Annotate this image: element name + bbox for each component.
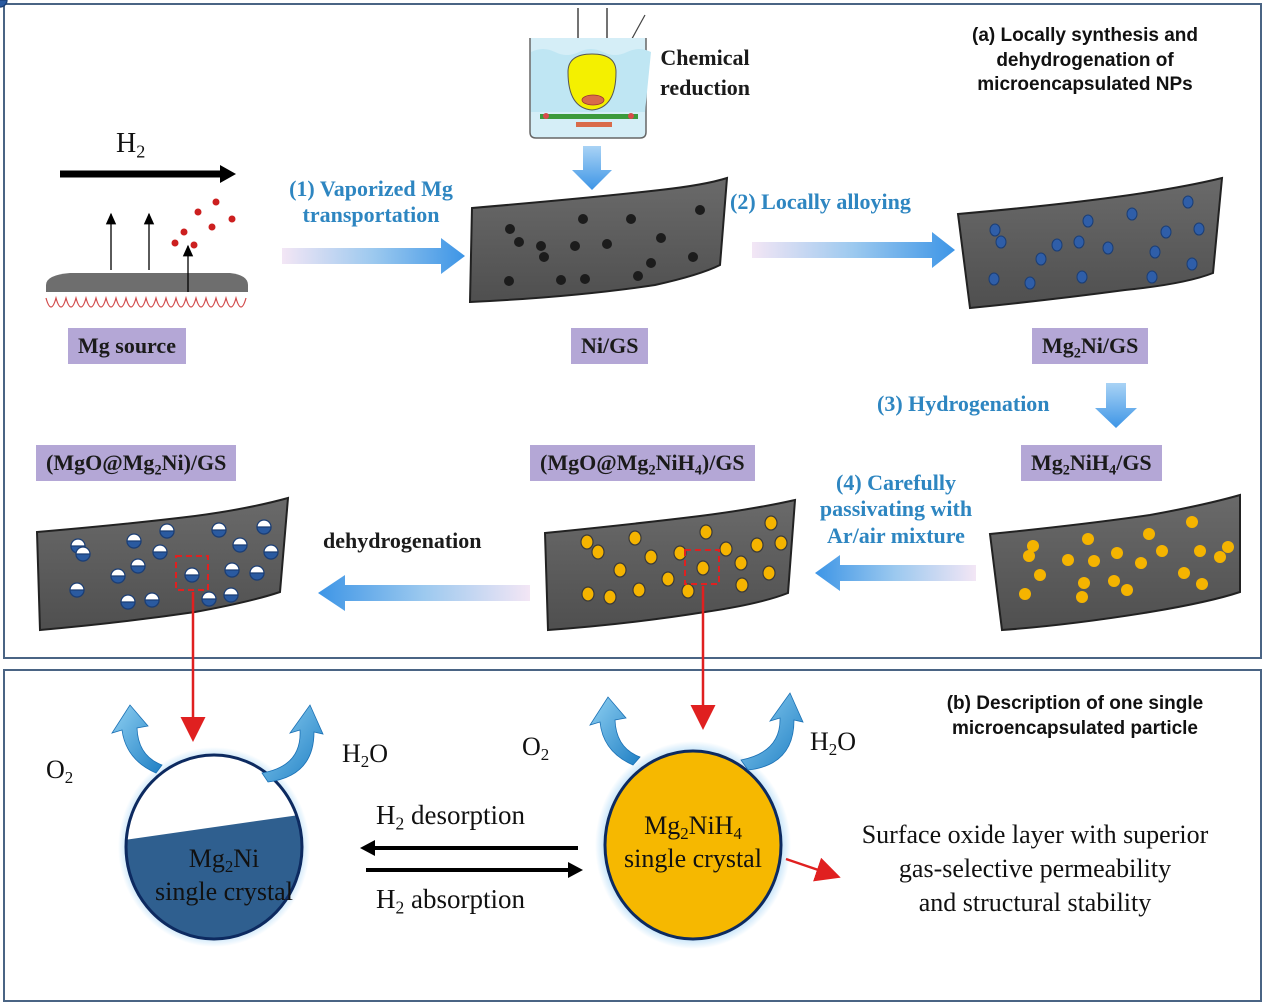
sheet-mgo-mg2ni-gs bbox=[35, 496, 290, 632]
panel-b-frame bbox=[3, 669, 1262, 1002]
mgo-mg2nih4-particles bbox=[580, 515, 788, 605]
panel-a-heading-line2: dehydrogenation of bbox=[996, 49, 1174, 71]
panel-b-heading: (b) Description of one single microencap… bbox=[946, 693, 1204, 739]
mg2nih4-particle bbox=[603, 749, 783, 941]
label-mg-source: Mg source bbox=[68, 328, 186, 364]
arrow-dehydrogenation bbox=[318, 575, 530, 611]
step1-label: (1) Vaporized Mg transportation bbox=[289, 176, 453, 228]
arrow-step2 bbox=[752, 232, 955, 268]
o2-label-right: O2 bbox=[522, 732, 550, 765]
sheet-ni-gs bbox=[468, 176, 729, 304]
mg2ni-particle bbox=[126, 755, 302, 939]
mg-source-icon bbox=[45, 165, 248, 308]
o2-label-left: O2 bbox=[46, 755, 74, 788]
sheet-mg2nih4-gs bbox=[988, 493, 1241, 632]
desorption-label: H2 desorption bbox=[376, 800, 526, 834]
label-ni-gs: Ni/GS bbox=[571, 328, 649, 364]
arrow-step1 bbox=[282, 238, 465, 274]
beaker-icon bbox=[529, 8, 651, 139]
ni-particles bbox=[504, 205, 705, 286]
h2o-label-left: H2O bbox=[342, 739, 389, 772]
label-mgo-mg2ni-gs: (MgO@Mg2Ni)/GS bbox=[36, 445, 237, 481]
down-arrow-1 bbox=[572, 146, 612, 190]
step3-label: (3) Hydrogenation bbox=[877, 391, 1050, 416]
selection-box-mid bbox=[684, 549, 720, 585]
panel-a-heading: (a) Locally synthesis and dehydrogenatio… bbox=[940, 24, 1230, 98]
mg2ni-particle-label: Mg2Ni single crystal bbox=[155, 844, 293, 906]
sheet-mgo-mg2nih4-gs bbox=[543, 498, 797, 632]
panel-a-frame bbox=[3, 3, 1262, 659]
mgo-mg2ni-particles bbox=[0, 0, 279, 610]
mg2nih4-particle-label: Mg2NiH4 single crystal bbox=[624, 811, 762, 873]
dehydrogenation-label: dehydrogenation bbox=[323, 528, 482, 553]
mg2ni-particles bbox=[988, 195, 1205, 290]
surface-description: Surface oxide layer with superior gas-se… bbox=[861, 820, 1209, 917]
absorption-label: H2 absorption bbox=[376, 884, 526, 918]
h2-gas-label: H2 bbox=[116, 128, 146, 162]
selection-box-left bbox=[175, 555, 209, 591]
panel-a-heading-line1: (a) Locally synthesis and bbox=[972, 25, 1198, 46]
h2o-label-right: H2O bbox=[810, 727, 857, 760]
step4-label: (4) Carefully passivating with Ar/air mi… bbox=[819, 470, 973, 548]
chemical-reduction-label: Chemical reduction bbox=[660, 45, 751, 100]
arrow-step4 bbox=[815, 555, 976, 591]
label-mg2ni-gs: Mg2Ni/GS bbox=[1032, 328, 1149, 364]
panel-a-heading-line3: microencapsulated NPs bbox=[977, 74, 1193, 96]
mg2nih4-particles bbox=[1019, 516, 1234, 603]
arrow-step3 bbox=[1095, 383, 1137, 428]
label-mgo-mg2nih4-gs: (MgO@Mg2NiH4)/GS bbox=[530, 445, 755, 481]
step2-label: (2) Locally alloying bbox=[730, 189, 911, 214]
curl-arrows bbox=[111, 692, 804, 783]
label-mg2nih4-gs: Mg2NiH4/GS bbox=[1021, 445, 1162, 481]
